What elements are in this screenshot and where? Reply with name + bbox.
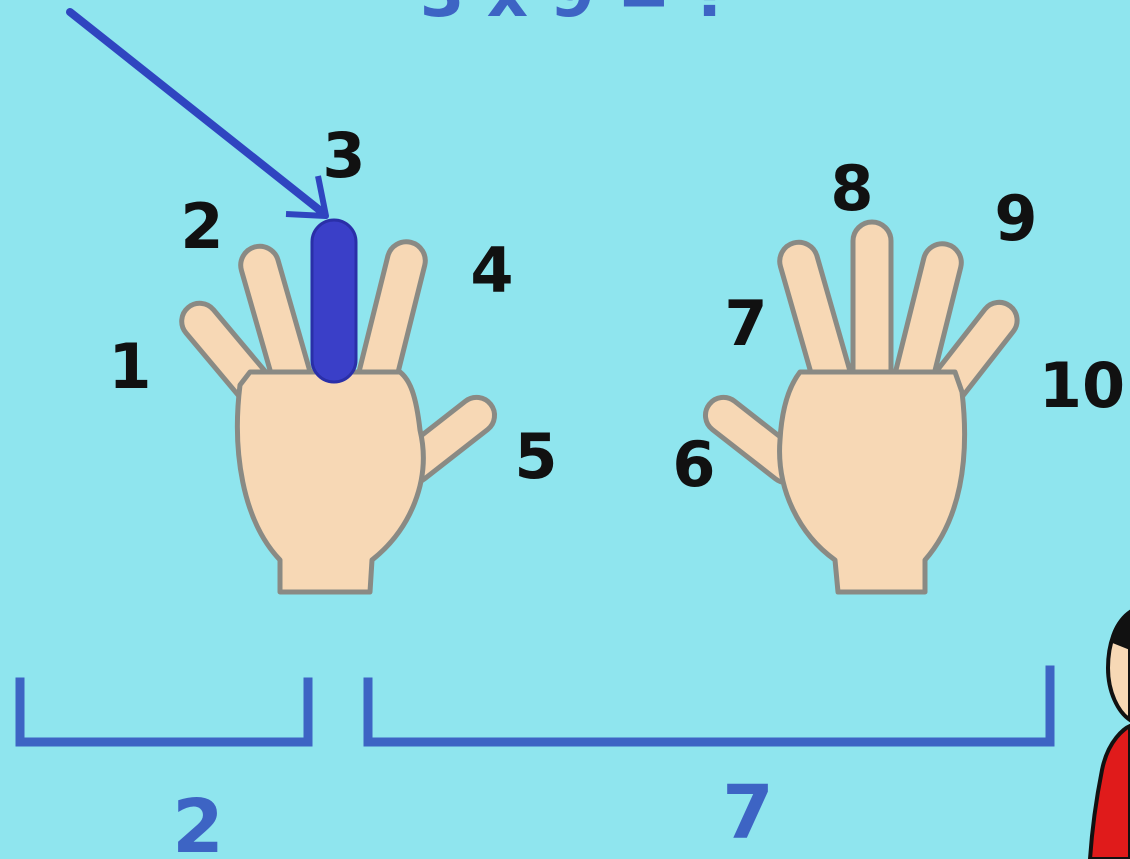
right-group-count: 7 <box>722 770 774 856</box>
left-hand <box>179 239 498 595</box>
finger-label-3: 3 <box>322 119 365 192</box>
pointer-arrow <box>66 8 329 219</box>
finger-label-4: 4 <box>470 234 513 307</box>
character-body <box>1087 723 1130 859</box>
finger-label-2: 2 <box>180 190 223 263</box>
left-group-bracket <box>15 677 313 747</box>
folded-finger-3 <box>310 218 358 384</box>
finger-label-10: 10 <box>1039 349 1125 422</box>
finger-label-6: 6 <box>672 428 715 501</box>
finger-label-1: 1 <box>108 330 151 403</box>
left-palm <box>234 369 426 595</box>
equation-text: 3 x 9 = ? <box>420 0 730 32</box>
finger-label-5: 5 <box>514 420 557 493</box>
left-group-count: 2 <box>172 784 224 859</box>
finger-label-7: 7 <box>724 287 767 360</box>
right-middle-finger <box>850 219 894 393</box>
character-hair <box>1110 612 1130 650</box>
cartoon-character <box>1087 609 1130 859</box>
right-group-bracket <box>363 665 1055 747</box>
finger-label-8: 8 <box>830 152 873 225</box>
right-palm <box>777 369 968 595</box>
right-hand <box>702 219 1020 595</box>
finger-labels: 1 2 3 4 5 6 7 8 9 10 <box>108 119 1125 501</box>
finger-label-9: 9 <box>994 182 1037 255</box>
